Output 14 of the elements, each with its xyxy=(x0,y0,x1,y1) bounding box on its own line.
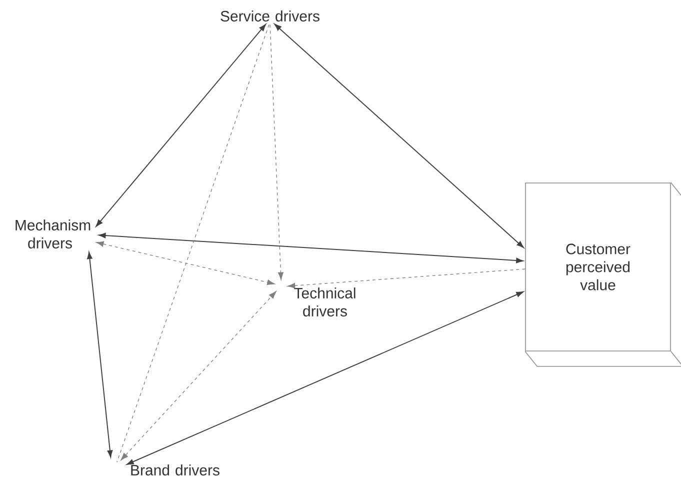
arrow xyxy=(96,241,275,286)
driver-label: Service drivers xyxy=(220,10,320,22)
arrow xyxy=(270,24,284,280)
arrow xyxy=(126,291,524,465)
arrow xyxy=(98,232,524,264)
driver-label: Technical drivers xyxy=(294,287,356,316)
arrow xyxy=(120,291,276,460)
box: Customer perceived value xyxy=(524,182,681,367)
driver-label: Mechanism drivers xyxy=(16,219,90,248)
driver-label: Brand drivers xyxy=(131,464,220,476)
arrow xyxy=(96,24,266,227)
arrow xyxy=(287,268,526,288)
arrow xyxy=(274,24,524,248)
arrow xyxy=(87,252,113,458)
